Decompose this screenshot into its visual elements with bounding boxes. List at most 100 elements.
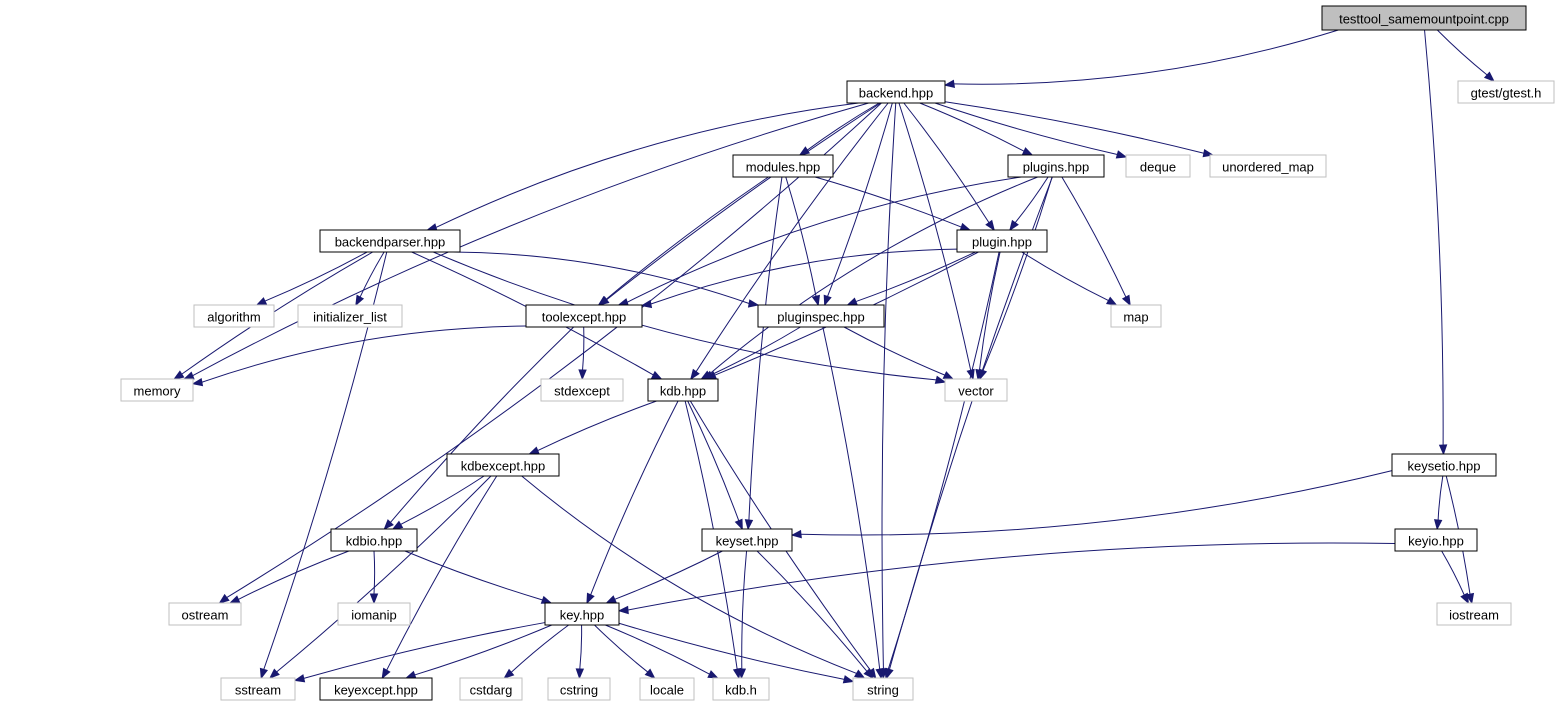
node-box[interactable] (732, 154, 834, 178)
edge-line (898, 102, 972, 371)
node-backend[interactable]: backend.hpp (846, 80, 946, 104)
edge-line (264, 251, 368, 302)
node-box (852, 677, 914, 701)
node-box[interactable] (846, 80, 946, 104)
node-label: modules.hpp (746, 160, 820, 175)
node-box[interactable] (956, 229, 1048, 253)
edge-plugins-to-kdb (700, 176, 1038, 380)
node-kdbexcept[interactable]: kdbexcept.hpp (446, 453, 560, 477)
arrowhead-icon (255, 297, 268, 306)
edge-line (1436, 29, 1488, 76)
node-box[interactable] (330, 528, 418, 552)
node-keysetio[interactable]: keysetio.hpp (1391, 453, 1497, 477)
node-label: kdbexcept.hpp (461, 459, 546, 474)
node-kdb[interactable]: kdb.hpp (647, 378, 719, 402)
node-box (1209, 154, 1327, 178)
node-box[interactable] (525, 304, 643, 328)
node-plugin[interactable]: plugin.hpp (956, 229, 1048, 253)
node-box (1457, 80, 1555, 104)
arrowhead-icon (975, 368, 984, 381)
edge-kdbexcept-to-sstream (269, 475, 492, 679)
edge-line (741, 550, 748, 670)
arrowhead-icon (854, 669, 866, 679)
edge-line (453, 251, 750, 304)
edge-key-to-locale (594, 624, 656, 679)
arrowhead-icon (1433, 519, 1443, 531)
node-box (1436, 602, 1512, 626)
edge-line (594, 624, 649, 673)
node-label: gtest/gtest.h (1471, 86, 1542, 101)
node-box[interactable] (446, 453, 560, 477)
edge-line (650, 248, 958, 305)
node-backendparser[interactable]: backendparser.hpp (319, 229, 461, 253)
node-iostream: iostream (1436, 602, 1512, 626)
edge-key-to-cstdarg (503, 624, 569, 679)
edge-line (373, 550, 376, 595)
node-keyset[interactable]: keyset.hpp (701, 528, 793, 552)
edge-line (1061, 176, 1127, 298)
node-pluginspec[interactable]: pluginspec.hpp (757, 304, 885, 328)
node-box[interactable] (757, 304, 885, 328)
node-unordered_map: unordered_map (1209, 154, 1327, 178)
node-label: initializer_list (313, 310, 387, 325)
node-label: stdexcept (554, 384, 610, 399)
node-box (547, 677, 611, 701)
edge-line (822, 326, 881, 670)
arrowhead-icon (702, 370, 714, 380)
edge-toolexcept-to-memory (191, 325, 527, 387)
node-gtest: gtest/gtest.h (1457, 80, 1555, 104)
edge-keysetio-to-keyio (1433, 475, 1444, 531)
node-label: vector (958, 384, 994, 399)
edge-backend-to-pluginspec (823, 102, 893, 307)
node-box (1110, 304, 1162, 328)
node-box[interactable] (647, 378, 719, 402)
node-keyexcept[interactable]: keyexcept.hpp (319, 677, 433, 701)
edge-root-to-gtest (1436, 29, 1495, 82)
edge-line (814, 176, 962, 228)
arrowhead-icon (1460, 592, 1469, 605)
node-root[interactable]: testtool_samemountpoint.cpp (1321, 5, 1527, 31)
edge-line (579, 624, 583, 670)
node-box[interactable] (701, 528, 793, 552)
node-box (220, 677, 296, 701)
node-plugins[interactable]: plugins.hpp (1007, 154, 1105, 178)
edge-line (843, 326, 946, 376)
node-box[interactable] (544, 602, 620, 626)
edge-pluginspec-to-string (822, 326, 884, 680)
edge-keyset-to-kdbh (737, 550, 748, 680)
arrowhead-icon (383, 519, 394, 531)
edge-line (800, 470, 1393, 536)
node-modules[interactable]: modules.hpp (732, 154, 834, 178)
node-box (540, 378, 624, 402)
arrowhead-icon (369, 593, 379, 605)
edge-line (953, 29, 1339, 85)
node-kdbio[interactable]: kdbio.hpp (330, 528, 418, 552)
edge-line (201, 325, 527, 383)
node-label: keyio.hpp (1408, 534, 1464, 549)
edge-line (226, 102, 882, 599)
node-box[interactable] (319, 677, 433, 701)
node-box[interactable] (1394, 528, 1478, 552)
arrowhead-icon (228, 595, 241, 604)
arrowhead-icon (942, 371, 955, 380)
edge-kdb-to-kdbexcept (528, 400, 657, 455)
node-box[interactable] (1391, 453, 1497, 477)
node-box[interactable] (1007, 154, 1105, 178)
edge-root-to-keysetio (1424, 29, 1448, 456)
edge-line (590, 400, 679, 595)
arrowhead-icon (575, 668, 585, 680)
node-key[interactable]: key.hpp (544, 602, 620, 626)
edge-line (606, 102, 881, 301)
node-label: cstdarg (470, 683, 513, 698)
edge-backend-to-deque (934, 102, 1128, 159)
edge-plugins-to-plugin (1009, 176, 1049, 232)
node-label: ostream (182, 608, 229, 623)
node-box[interactable] (319, 229, 461, 253)
node-box[interactable] (1321, 5, 1527, 31)
arrowhead-icon (823, 294, 832, 307)
node-toolexcept[interactable]: toolexcept.hpp (525, 304, 643, 328)
node-keyio[interactable]: keyio.hpp (1394, 528, 1478, 552)
edge-line (537, 400, 657, 451)
edge-kdb-to-key (586, 400, 679, 605)
arrowhead-icon (875, 667, 884, 680)
